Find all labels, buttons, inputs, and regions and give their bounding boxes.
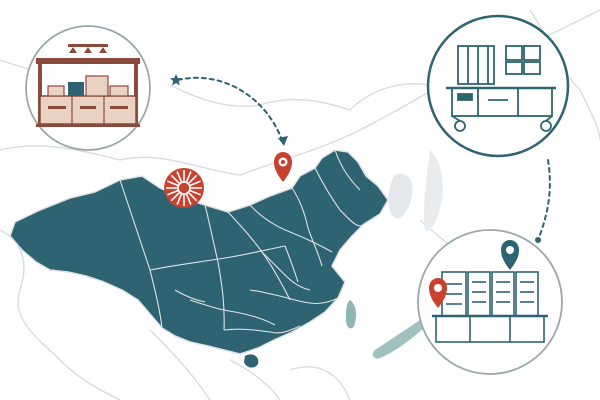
star-icon [170, 74, 182, 86]
storefront-vignette [417, 229, 563, 375]
hainan-island [244, 354, 259, 368]
taiwan-island [345, 300, 357, 329]
route-dot [535, 237, 541, 243]
location-pin-icon [429, 278, 447, 308]
japan-islands [372, 317, 429, 359]
furniture-cabinet-icon [446, 45, 556, 132]
neighbor-east [388, 150, 443, 231]
market-stall-icon [36, 44, 140, 127]
route-arrow-head [278, 136, 288, 146]
route-lines [177, 76, 551, 241]
province-borders [119, 149, 365, 334]
furniture-vignette [426, 14, 570, 158]
china-map [9, 149, 389, 355]
market-stall-vignette [25, 25, 151, 151]
storefront-shelves-icon [432, 271, 548, 343]
sun-badge-icon [164, 168, 204, 208]
location-pin-icon [501, 240, 519, 270]
location-pin-icon [274, 152, 292, 182]
